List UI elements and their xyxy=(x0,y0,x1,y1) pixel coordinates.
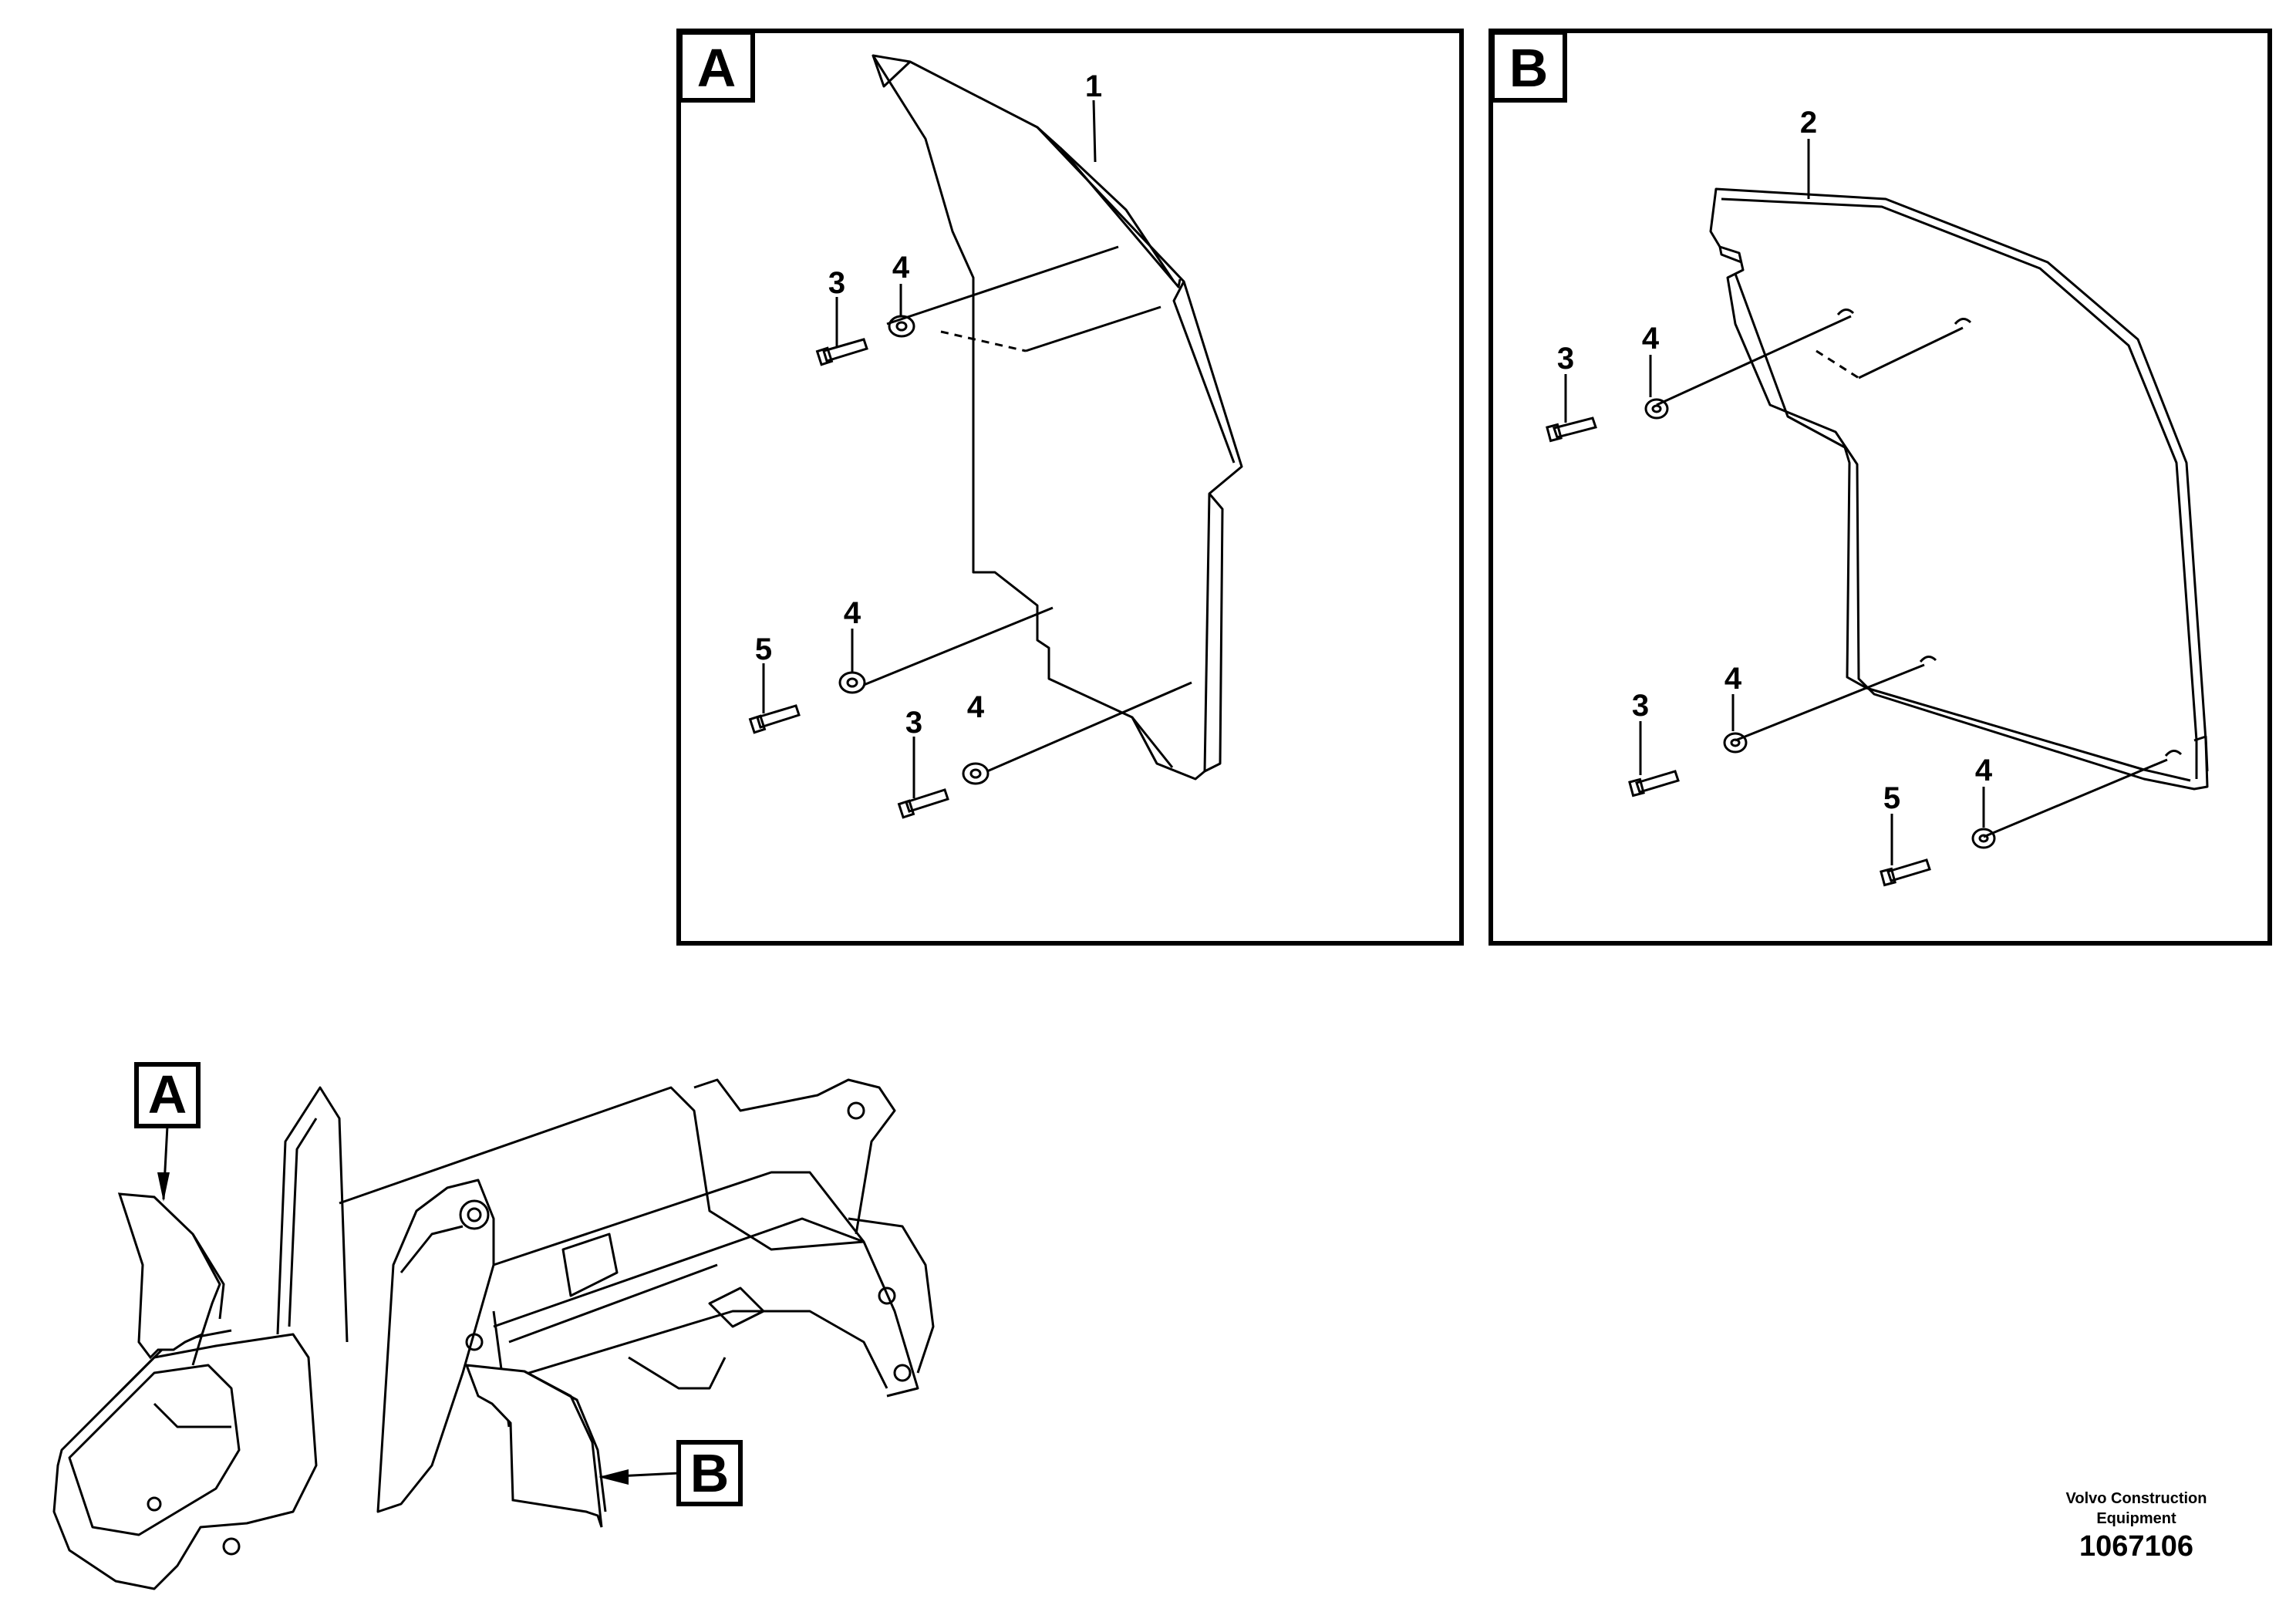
callout-a-1: 1 xyxy=(1085,69,1102,103)
publisher-line-1: Volvo Construction xyxy=(2065,1490,2207,1507)
fender-guard-a xyxy=(872,54,1243,781)
callout-a-4c: 4 xyxy=(967,690,985,724)
document-number: 1067106 xyxy=(2079,1530,2193,1563)
callout-a-3: 3 xyxy=(828,266,845,300)
panel-a-frame xyxy=(676,29,1464,946)
callout-a-4: 4 xyxy=(892,251,910,285)
overview-tag-b-letter: B xyxy=(690,1443,730,1503)
panel-b: B xyxy=(1489,29,2272,946)
panel-a: A xyxy=(676,29,1464,946)
callout-b-4: 4 xyxy=(1642,322,1660,356)
publisher-credit: Volvo Construction Equipment xyxy=(2005,1489,2267,1529)
callout-a-3b: 3 xyxy=(905,706,922,740)
callout-a-5: 5 xyxy=(755,632,772,666)
panel-b-letter-box xyxy=(1490,30,1567,103)
panel-a-letter-box xyxy=(678,30,755,103)
publisher-line-2: Equipment xyxy=(2096,1510,2176,1527)
callout-b-3b: 3 xyxy=(1632,689,1649,723)
overview-fender-b xyxy=(464,1364,607,1528)
panel-b-letter: B xyxy=(1509,38,1549,98)
overview-tag-a-letter: A xyxy=(148,1064,187,1125)
overview-tag-a: A xyxy=(134,1062,201,1202)
overview-tag-b: B xyxy=(598,1440,743,1506)
callout-b-2: 2 xyxy=(1800,106,1817,140)
panel-b-frame xyxy=(1489,29,2272,946)
fasteners-b xyxy=(1546,139,2183,887)
callout-b-3: 3 xyxy=(1557,342,1574,376)
fasteners-a xyxy=(748,99,1192,819)
fender-guard-b xyxy=(1709,187,2209,791)
machine-frame-overview xyxy=(52,1078,935,1590)
callout-a-4b: 4 xyxy=(844,596,861,630)
panel-a-letter: A xyxy=(697,38,737,98)
overview-fender-a xyxy=(117,1192,225,1360)
callout-b-5: 5 xyxy=(1883,781,1900,815)
callout-b-4c: 4 xyxy=(1975,754,1993,787)
callout-b-4b: 4 xyxy=(1725,662,1742,696)
